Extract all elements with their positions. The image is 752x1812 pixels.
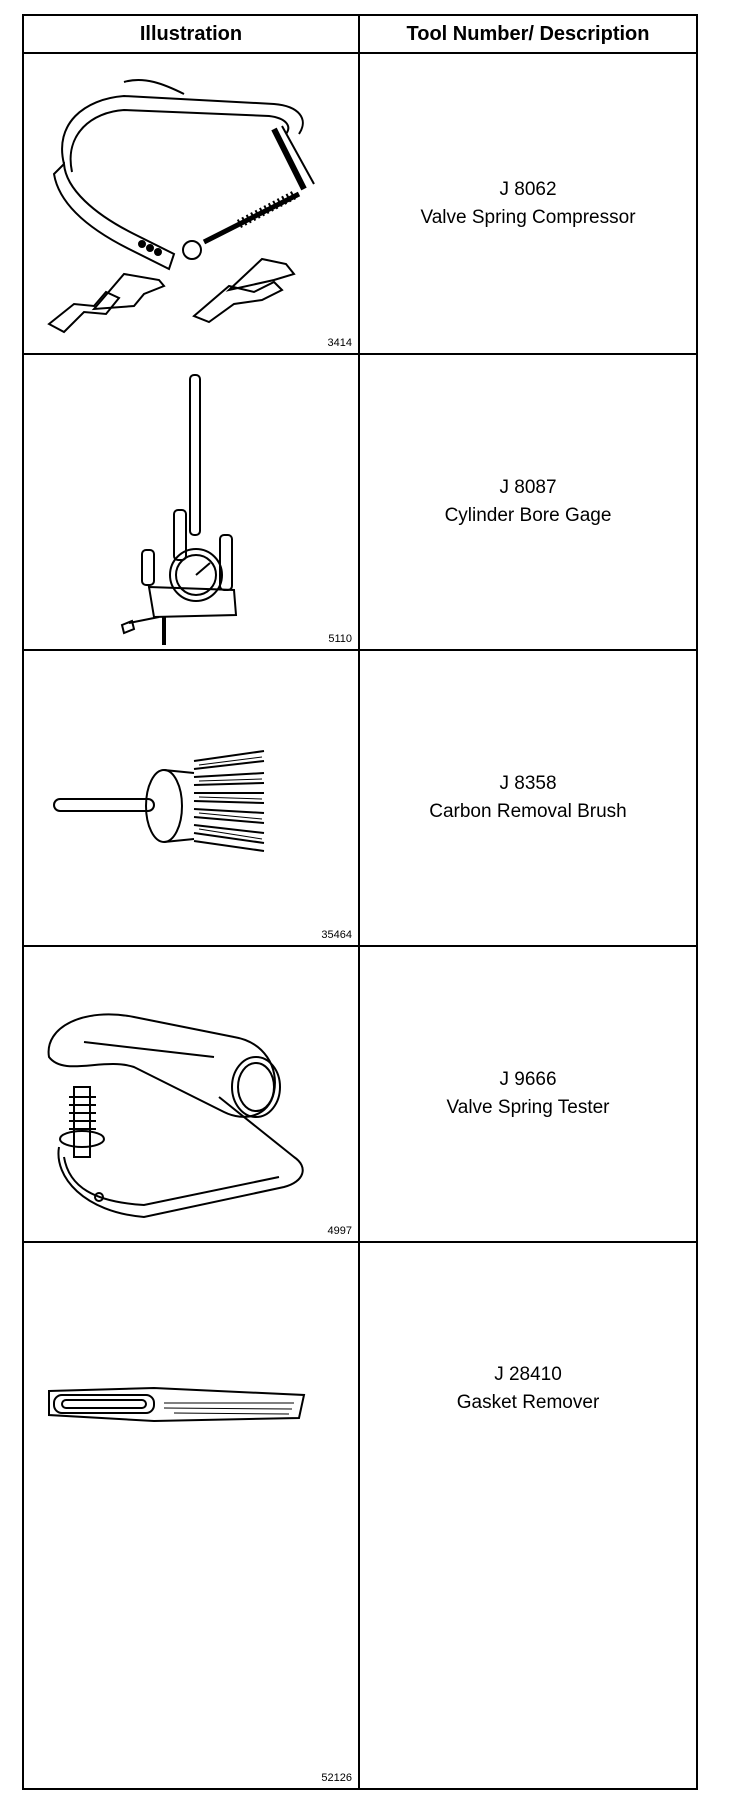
tool-number: J 8087 <box>499 477 557 498</box>
tool-description: Carbon Removal Brush <box>429 801 627 822</box>
table-row: 3414 J 8062 Valve Spring Compressor <box>24 54 696 355</box>
illustration-cell: 52126 <box>24 1243 360 1788</box>
tools-table: Illustration Tool Number/ Description <box>22 14 698 1790</box>
table-row: 5110 J 8087 Cylinder Bore Gage <box>24 355 696 651</box>
illustration-cell: 4997 <box>24 947 360 1241</box>
description-cell: J 28410 Gasket Remover <box>360 1243 696 1788</box>
table-row: 52126 J 28410 Gasket Remover <box>24 1243 696 1788</box>
tool-description: Gasket Remover <box>456 1392 600 1413</box>
figure-number: 52126 <box>321 1772 352 1784</box>
tool-number: J 9666 <box>499 1069 557 1090</box>
figure-number: 35464 <box>321 929 352 941</box>
figure-number: 4997 <box>327 1225 352 1237</box>
tool-number: J 28410 <box>494 1364 562 1385</box>
tool-number: J 8062 <box>499 178 557 200</box>
table-header: Illustration Tool Number/ Description <box>24 16 696 54</box>
valve-spring-tester-icon <box>47 1013 304 1219</box>
carbon-removal-brush-icon <box>53 750 265 852</box>
description-cell: J 8062 Valve Spring Compressor <box>360 54 696 353</box>
illustration-cell: 3414 <box>24 54 360 353</box>
figure-number: 5110 <box>328 633 352 645</box>
table-row: 35464 J 8358 Carbon Removal Brush <box>24 651 696 947</box>
description-header: Tool Number/ Description <box>406 22 650 45</box>
cylinder-bore-gage-icon <box>120 374 238 645</box>
illustration-cell: 35464 <box>24 651 360 945</box>
gasket-remover-icon <box>48 1386 306 1423</box>
tool-number: J 8358 <box>499 773 557 794</box>
description-cell: J 8358 Carbon Removal Brush <box>360 651 696 945</box>
figure-number: 3414 <box>327 337 352 349</box>
description-cell: J 8087 Cylinder Bore Gage <box>360 355 696 649</box>
tool-description: Cylinder Bore Gage <box>444 505 612 526</box>
table-row: 4997 J 9666 Valve Spring Tester <box>24 947 696 1243</box>
tool-description: Valve Spring Compressor <box>420 206 636 228</box>
illustration-cell: 5110 <box>24 355 360 649</box>
description-cell: J 9666 Valve Spring Tester <box>360 947 696 1241</box>
tool-description: Valve Spring Tester <box>446 1097 610 1118</box>
illustration-header: Illustration <box>24 16 360 52</box>
valve-spring-compressor-icon <box>47 78 315 334</box>
